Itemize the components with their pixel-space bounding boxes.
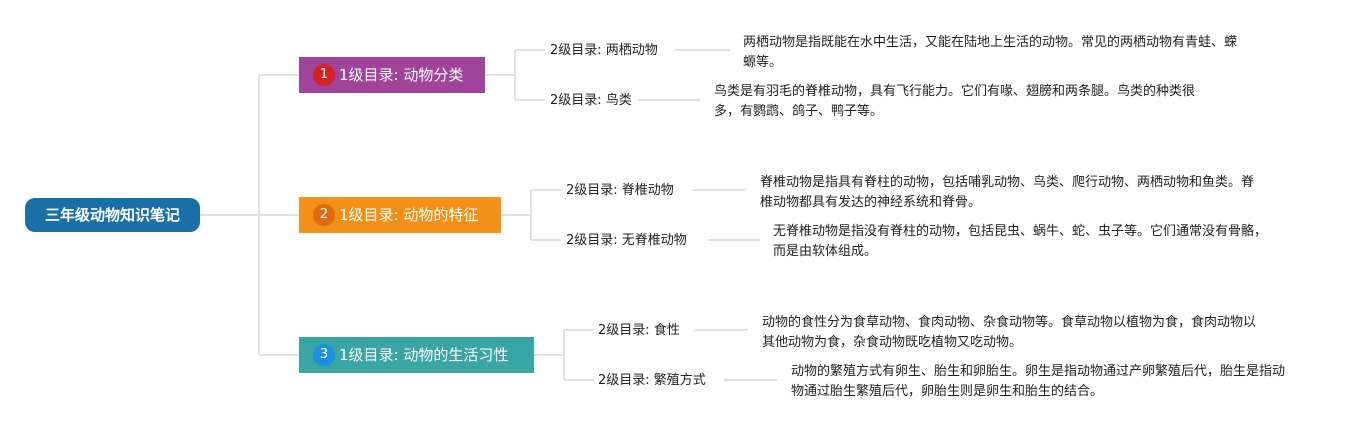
branch-title: 1级目录: 动物的生活习性: [339, 346, 509, 364]
sub-node-amphibians[interactable]: 2级目录: 两栖动物: [550, 42, 658, 60]
sub-node-label: 2级目录: 鸟类: [550, 93, 632, 108]
branch-animal-habits[interactable]: 3 1级目录: 动物的生活习性: [299, 337, 534, 373]
description-birds: 鸟类是有羽毛的脊椎动物，具有飞行能力。它们有喙、翅膀和两条腿。鸟类的种类很多，有…: [714, 84, 1196, 119]
branch-title: 1级目录: 动物的特征: [339, 206, 479, 224]
sub-node-diet[interactable]: 2级目录: 食性: [598, 322, 680, 340]
sub-node-label: 2级目录: 繁殖方式: [598, 373, 706, 388]
description-amphibians: 两栖动物是指既能在水中生活，又能在陆地上生活的动物。常见的两栖动物有青蛙、蝾螈等…: [743, 35, 1238, 70]
root-title: 三年级动物知识笔记: [44, 206, 180, 224]
description-reproduction: 动物的繁殖方式有卵生、胎生和卵胎生。卵生是指动物通过产卵繁殖后代，胎生是指动物通…: [791, 364, 1286, 399]
description-diet: 动物的食性分为食草动物、食肉动物、杂食动物等。食草动物以植物为食，食肉动物以其他…: [762, 315, 1257, 350]
number-badge: 3: [313, 344, 335, 366]
branch-animal-features[interactable]: 2 1级目录: 动物的特征: [299, 197, 501, 233]
sub-node-invertebrates[interactable]: 2级目录: 无脊椎动物: [566, 232, 687, 250]
branch-title: 1级目录: 动物分类: [339, 66, 464, 84]
sub-node-label: 2级目录: 食性: [598, 323, 680, 338]
sub-node-reproduction[interactable]: 2级目录: 繁殖方式: [598, 372, 706, 390]
sub-node-label: 2级目录: 脊椎动物: [566, 183, 674, 198]
root-node[interactable]: 三年级动物知识笔记: [25, 198, 200, 232]
sub-node-label: 2级目录: 两栖动物: [550, 43, 658, 58]
sub-node-label: 2级目录: 无脊椎动物: [566, 233, 687, 248]
description-vertebrates: 脊椎动物是指具有脊柱的动物，包括哺乳动物、鸟类、爬行动物、两栖动物和鱼类。脊椎动…: [760, 175, 1255, 210]
branch-animal-classification[interactable]: 1 1级目录: 动物分类: [299, 57, 485, 93]
description-invertebrates: 无脊椎动物是指没有脊柱的动物，包括昆虫、蜗牛、蛇、虫子等。它们通常没有骨骼，而是…: [773, 224, 1268, 259]
sub-node-birds[interactable]: 2级目录: 鸟类: [550, 92, 632, 110]
number-badge: 2: [313, 204, 335, 226]
sub-node-vertebrates[interactable]: 2级目录: 脊椎动物: [566, 182, 674, 200]
number-badge: 1: [313, 64, 335, 86]
